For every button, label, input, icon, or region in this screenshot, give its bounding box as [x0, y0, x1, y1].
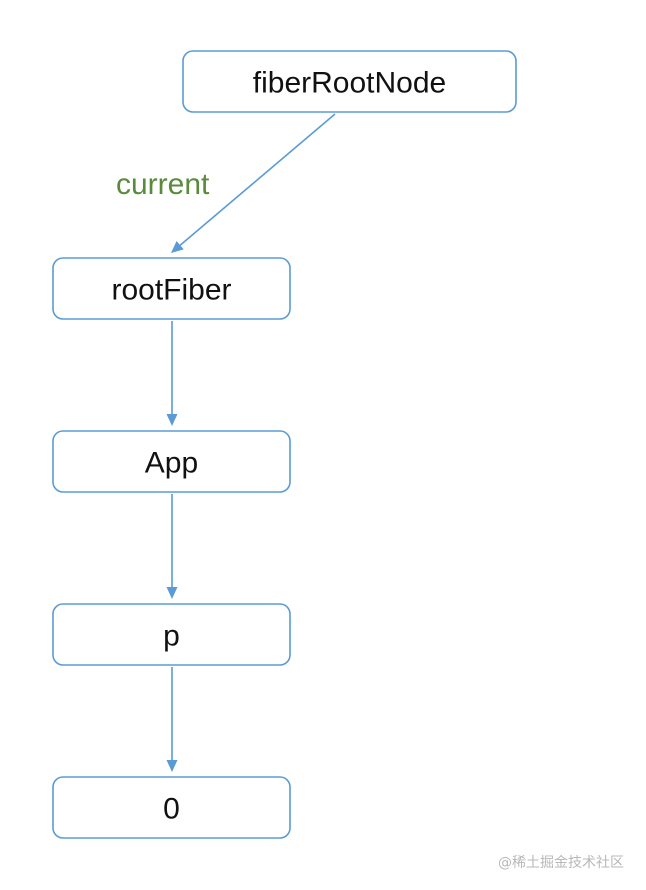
- node-rootFiber: rootFiber: [52, 257, 291, 320]
- edge-labels-layer: current: [116, 168, 210, 201]
- node-box-app: [52, 430, 291, 493]
- node-fiberRootNode: fiberRootNode: [182, 50, 517, 113]
- arrowhead-rootFiber-to-app: [166, 414, 178, 426]
- node-app: App: [52, 430, 291, 493]
- node-label-app: App: [145, 447, 198, 480]
- node-label-fiberRootNode: fiberRootNode: [253, 67, 446, 100]
- node-box-fiberRootNode: [182, 50, 517, 113]
- node-box-zero: [52, 776, 291, 839]
- node-label-p: p: [163, 620, 180, 653]
- edge-line-fiberRootNode-to-rootFiber: [179, 113, 336, 246]
- node-p: p: [52, 603, 291, 666]
- node-box-p: [52, 603, 291, 666]
- node-box-rootFiber: [52, 257, 291, 320]
- edge-p-to-zero: [166, 667, 178, 772]
- node-label-rootFiber: rootFiber: [111, 274, 231, 307]
- edge-rootFiber-to-app: [166, 321, 178, 426]
- edge-fiberRootNode-to-rootFiber: [171, 113, 336, 253]
- edge-app-to-p: [166, 494, 178, 599]
- edges-layer: [166, 113, 336, 772]
- watermark: @稀土掘金技术社区: [498, 855, 624, 871]
- arrowhead-fiberRootNode-to-rootFiber: [171, 241, 184, 253]
- node-zero: 0: [52, 776, 291, 839]
- edge-label-current: current: [116, 168, 210, 201]
- node-label-zero: 0: [163, 793, 180, 826]
- arrowhead-p-to-zero: [166, 760, 178, 772]
- arrowhead-app-to-p: [166, 587, 178, 599]
